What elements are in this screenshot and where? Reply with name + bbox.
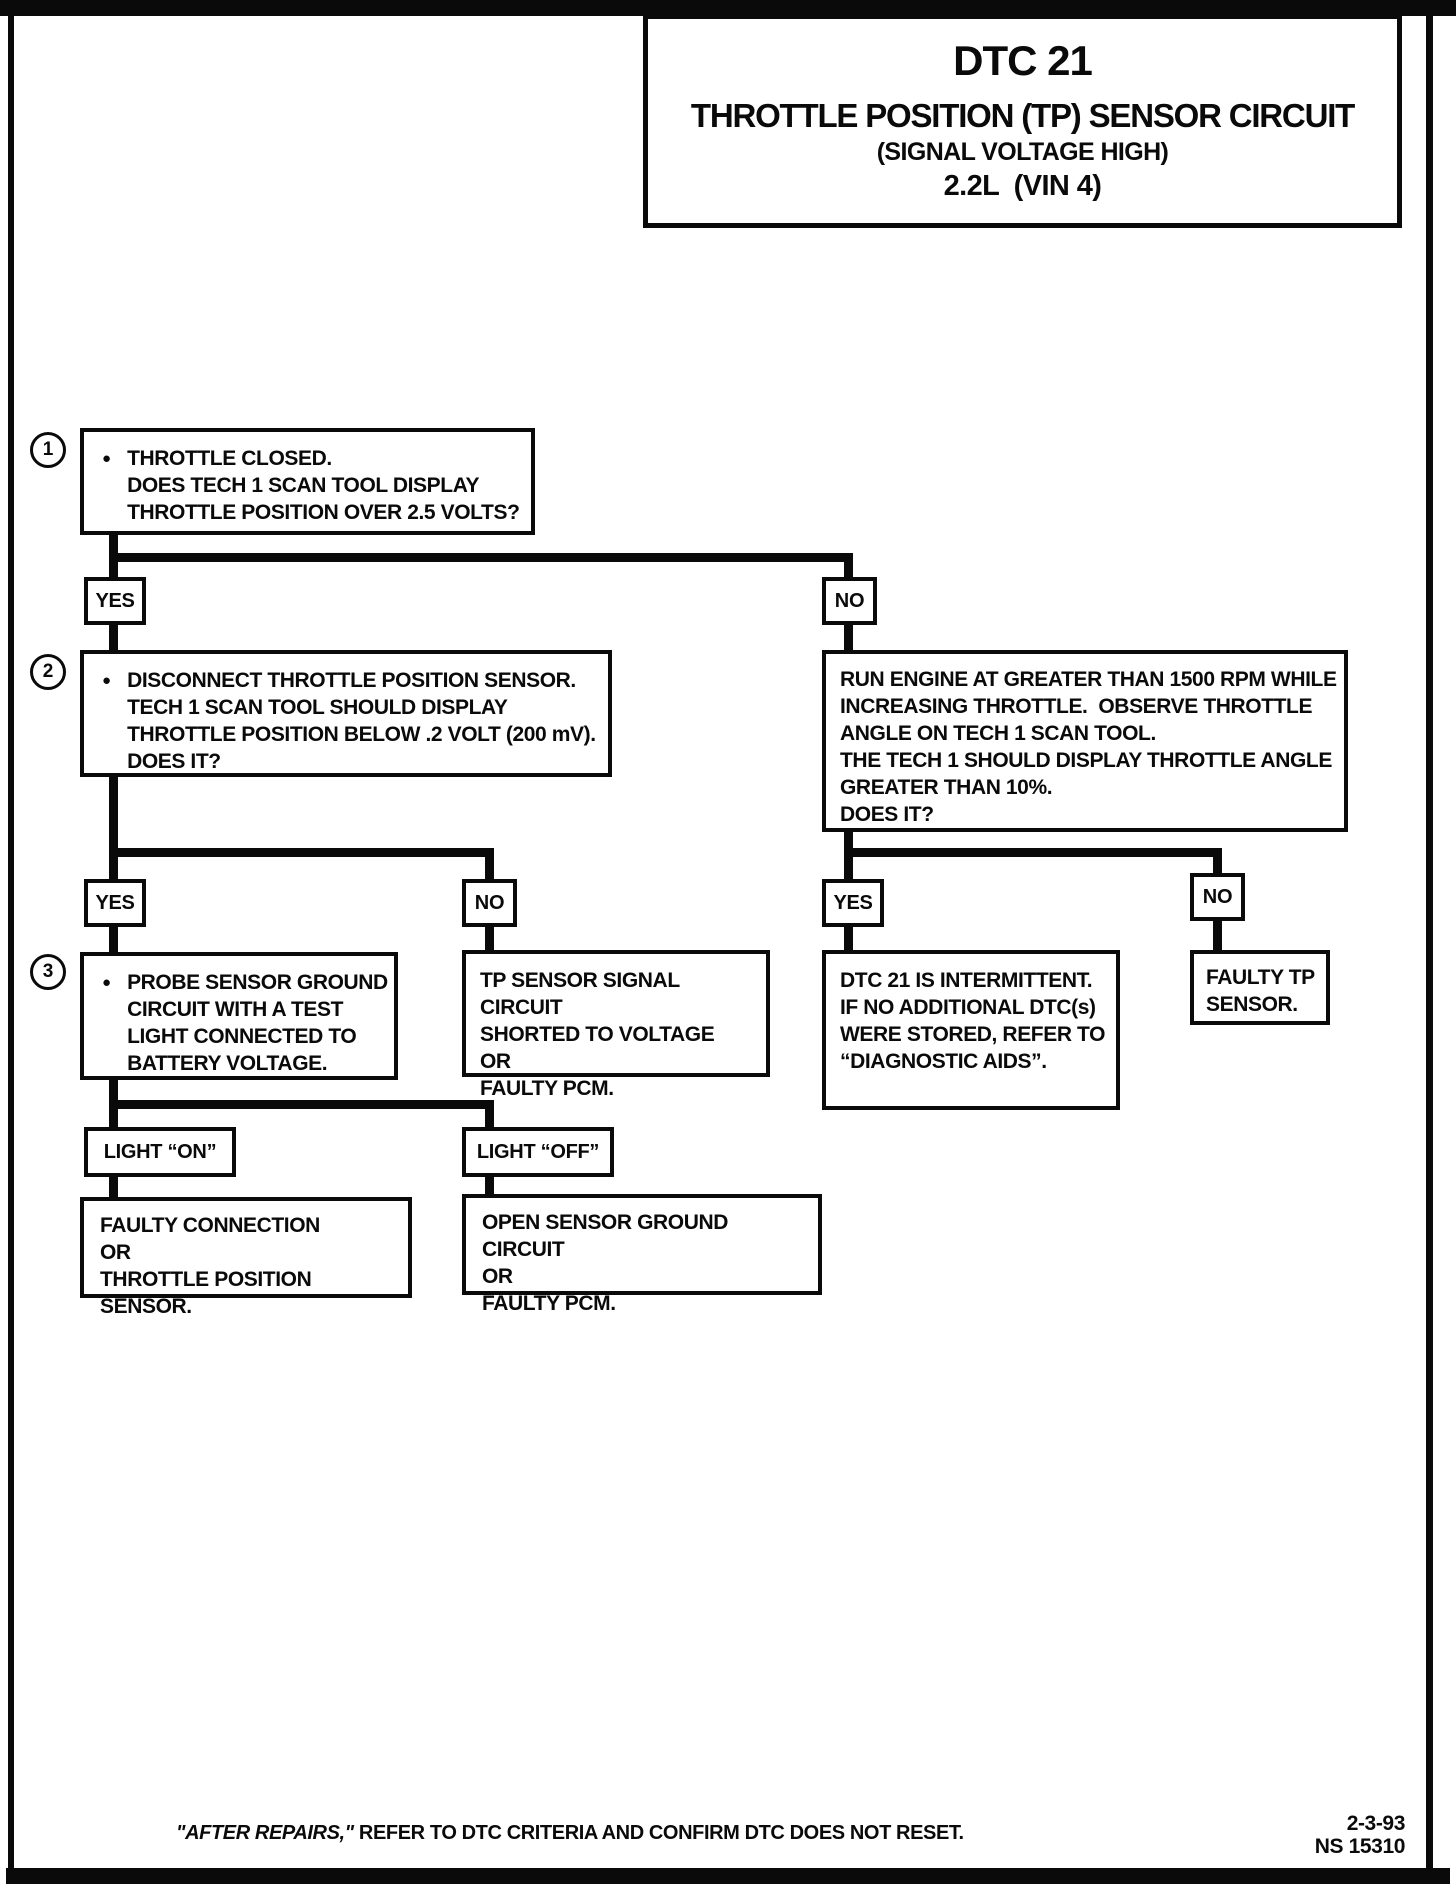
branch-yes-3: YES [822, 879, 884, 927]
connector-lightoff-drop [485, 1102, 494, 1127]
open-ground-text: OPEN SENSOR GROUND CIRCUIT OR FAULTY PCM… [482, 1211, 728, 1315]
after-repairs-note: "AFTER REPAIRS," REFER TO DTC CRITERIA A… [176, 1822, 964, 1845]
page-border-right [1426, 10, 1433, 1872]
open-ground-box: OPEN SENSOR GROUND CIRCUIT OR FAULTY PCM… [462, 1194, 822, 1315]
branch-yes-1: YES [84, 577, 146, 625]
connector-no1-runengine [844, 623, 853, 652]
connector-yes3-intermittent [844, 925, 853, 950]
step-1-box: ● THROTTLE CLOSED. DOES TECH 1 SCAN TOOL… [80, 428, 535, 535]
dtc-intermittent-text: DTC 21 IS INTERMITTENT. IF NO ADDITIONAL… [840, 969, 1106, 1073]
bullet-icon: ● [102, 974, 112, 991]
tp-shorted-box: TP SENSOR SIGNAL CIRCUIT SHORTED TO VOLT… [462, 950, 770, 1100]
connector-no2-tpshorted [485, 925, 494, 950]
connector-lighton-result [109, 1175, 118, 1197]
dtc-intermittent-box: DTC 21 IS INTERMITTENT. IF NO ADDITIONAL… [822, 950, 1120, 1110]
branch-yes-2: YES [84, 879, 146, 927]
page-border-bottom [6, 1868, 1450, 1884]
step-2-text: DISCONNECT THROTTLE POSITION SENSOR. TEC… [127, 669, 596, 773]
tp-shorted-text: TP SENSOR SIGNAL CIRCUIT SHORTED TO VOLT… [480, 969, 715, 1100]
connector-step1-branch [109, 553, 853, 562]
page-border-left [8, 10, 14, 1874]
branch-light-off: LIGHT “OFF” [462, 1127, 614, 1177]
bullet-icon: ● [102, 672, 112, 689]
revision-date: 2-3-93 [1346, 1812, 1406, 1835]
connector-yes2-step3 [109, 925, 118, 952]
step-3-box: ● PROBE SENSOR GROUND CIRCUIT WITH A TES… [80, 952, 398, 1080]
connector-step2-branch [109, 848, 494, 857]
faulty-connection-text: FAULTY CONNECTION OR THROTTLE POSITION S… [100, 1214, 320, 1318]
title-box: DTC 21 THROTTLE POSITION (TP) SENSOR CIR… [643, 14, 1402, 228]
connector-lightoff-result [485, 1175, 494, 1194]
connector-runengine-branch [844, 848, 1222, 857]
connector-runengine-no-drop [1213, 850, 1222, 875]
after-repairs-italic: "AFTER REPAIRS," [176, 1822, 354, 1844]
step-3-number: 3 [30, 954, 66, 990]
branch-no-2: NO [462, 879, 517, 927]
step-2-box: ● DISCONNECT THROTTLE POSITION SENSOR. T… [80, 650, 612, 777]
run-engine-box: RUN ENGINE AT GREATER THAN 1500 RPM WHIL… [822, 650, 1348, 832]
branch-light-on: LIGHT “ON” [84, 1127, 236, 1177]
faulty-connection-box: FAULTY CONNECTION OR THROTTLE POSITION S… [80, 1197, 412, 1318]
connector-step1-no-drop [844, 553, 853, 579]
after-repairs-rest: REFER TO DTC CRITERIA AND CONFIRM DTC DO… [353, 1822, 964, 1844]
faulty-tp-box: FAULTY TP SENSOR. [1190, 950, 1330, 1025]
step-2-number: 2 [30, 654, 66, 690]
connector-step2-stem [109, 775, 118, 879]
step-3-text: PROBE SENSOR GROUND CIRCUIT WITH A TEST … [127, 971, 388, 1075]
connector-no3-faultytp [1213, 921, 1222, 950]
faulty-tp-text: FAULTY TP SENSOR. [1206, 966, 1315, 1016]
connector-step2-no-drop [485, 850, 494, 879]
title-subtitle: THROTTLE POSITION (TP) SENSOR CIRCUIT [690, 97, 1355, 134]
step-1-text: THROTTLE CLOSED. DOES TECH 1 SCAN TOOL D… [127, 447, 520, 524]
connector-yes1-step2 [109, 623, 118, 652]
run-engine-text: RUN ENGINE AT GREATER THAN 1500 RPM WHIL… [840, 668, 1337, 826]
branch-no-3: NO [1190, 873, 1245, 921]
dtc-code: DTC 21 [953, 37, 1093, 84]
document-number: NS 15310 [1314, 1835, 1406, 1858]
bullet-icon: ● [102, 450, 112, 467]
connector-step3-branch [109, 1100, 494, 1109]
page-border-top [0, 0, 1456, 16]
title-engine: 2.2L (VIN 4) [943, 170, 1102, 202]
document-id: 2-3-93 NS 15310 [1230, 1812, 1406, 1858]
branch-no-1: NO [822, 577, 877, 625]
title-condition: (SIGNAL VOLTAGE HIGH) [876, 138, 1169, 166]
step-1-number: 1 [30, 432, 66, 468]
